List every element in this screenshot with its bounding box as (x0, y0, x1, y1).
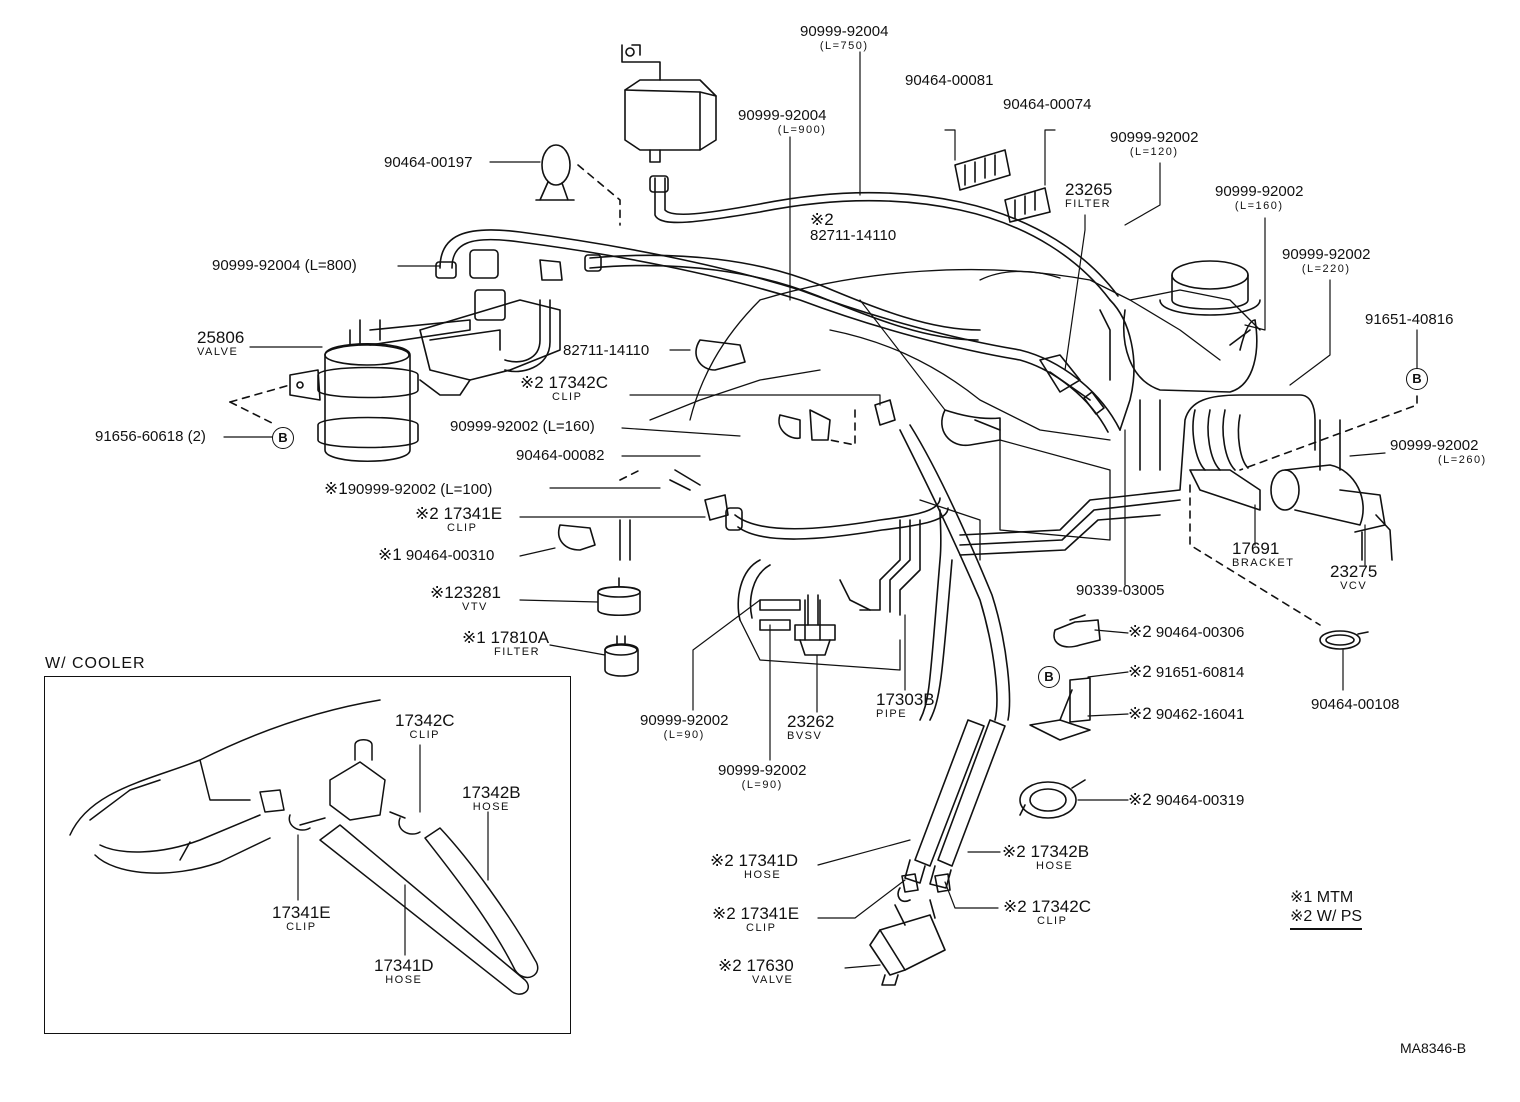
vtv-23281 (597, 577, 641, 617)
part-label: 90999-92004(L=900) (738, 107, 827, 137)
part-label: ※2 91651-60814 (1128, 662, 1245, 681)
part-label: 90999-92002(L=90) (718, 762, 807, 792)
part-label: 90339-03005 (1076, 582, 1165, 599)
part-label: 82711-14110 (563, 342, 650, 359)
hose-lines (435, 175, 1341, 889)
canister-top-right (1122, 260, 1261, 393)
ref-mark-b: B (1038, 666, 1060, 688)
dashed-links (229, 164, 1418, 626)
engine-block (649, 268, 1261, 671)
inset-title: W/ COOLER (45, 655, 146, 672)
part-label: 90999-92002(L=260) (1390, 437, 1487, 467)
part-label: 90999-92002(L=160) (1215, 183, 1304, 213)
reservoir-tank (621, 44, 717, 163)
vcv-23275 (1270, 464, 1393, 561)
lower-right-parts (1019, 614, 1369, 819)
legend-w-ps: ※2 W/ PS (1290, 907, 1363, 930)
inset-leader-lines (297, 744, 489, 956)
part-label: 91651-40816 (1365, 311, 1454, 328)
part-label: 91656-60618 (2) (95, 428, 206, 445)
filter-23265 (1039, 354, 1105, 415)
legend-mtm: ※1 MTM (1290, 889, 1354, 906)
part-label: 90464-00108 (1311, 696, 1400, 713)
part-label: 90464-00081 (905, 72, 994, 89)
inset-cooler-drawing (69, 699, 539, 995)
valve-17630 (869, 873, 951, 986)
inset-frame (44, 676, 571, 1034)
ref-mark-b: B (272, 427, 294, 449)
part-label: ※2 90464-00306 (1128, 622, 1245, 641)
part-label: 90464-00082 (516, 447, 605, 464)
clips (535, 144, 1051, 551)
bvsv-23262 (759, 594, 836, 656)
leader-lines (223, 51, 1418, 969)
part-label: ※2 90462-16041 (1128, 704, 1245, 723)
part-label: ※190999-92002 (L=100) (324, 479, 493, 498)
part-label: 90464-00074 (1003, 96, 1092, 113)
part-label: ※1 90464-00310 (378, 545, 495, 564)
part-label: 90999-92002(L=120) (1110, 129, 1199, 159)
part-label: 90999-92004 (L=800) (212, 257, 357, 274)
drawing-code: MA8346-B (1400, 1040, 1467, 1056)
part-label: 90464-00197 (384, 154, 473, 171)
part-label: 90999-92004(L=750) (800, 23, 889, 53)
part-label: 90999-92002 (L=160) (450, 418, 595, 435)
part-label: ※2 90464-00319 (1128, 790, 1245, 809)
filter-17810a (604, 635, 639, 677)
valve-25806 (289, 249, 563, 462)
part-label: 90999-92002(L=220) (1282, 246, 1371, 276)
part-label: 90999-92002(L=90) (640, 712, 729, 742)
ref-mark-b: B (1406, 368, 1428, 390)
bracket-17691 (1189, 409, 1261, 511)
legend: ※1 MTM ※2 W/ PS (1290, 888, 1363, 930)
